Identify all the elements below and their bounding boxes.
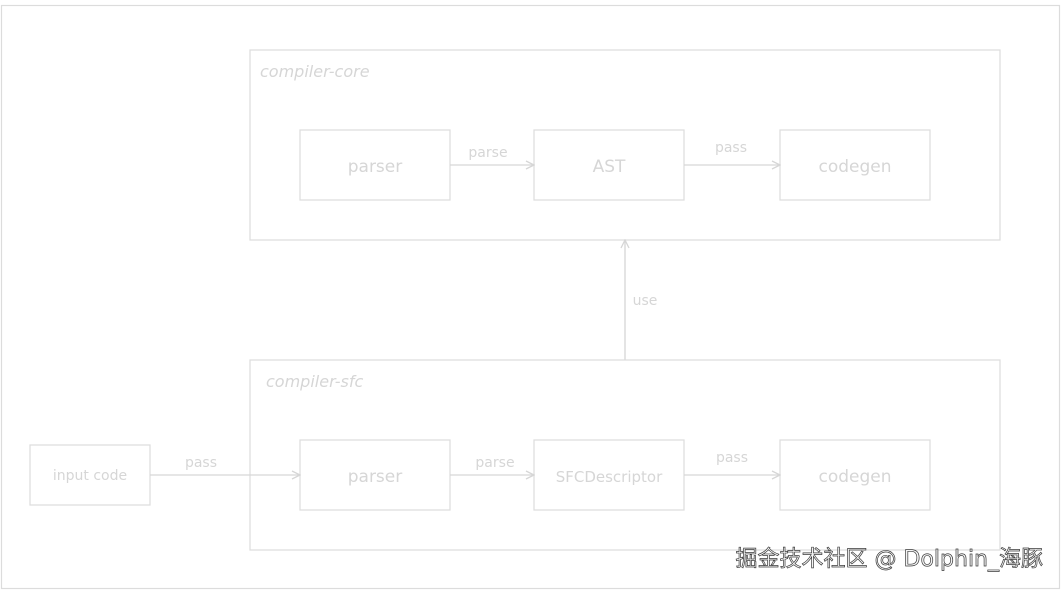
sfc-parser-label: parser [348, 467, 403, 487]
core-ast-node[interactable]: AST [533, 129, 685, 201]
core-pass-label: pass [715, 140, 747, 156]
sfc-codegen-box[interactable] [779, 439, 931, 511]
core-parse-label: parse [468, 145, 507, 161]
core-ast-label: AST [593, 157, 626, 177]
compiler-sfc-frame [249, 359, 1001, 551]
core-codegen-box[interactable] [779, 129, 931, 201]
sfc-parser-node[interactable]: parser [299, 439, 451, 511]
compiler-sfc-group: compiler-sfc parser SFCDescriptor codege… [249, 359, 1001, 551]
input-code-node[interactable]: input code [29, 444, 151, 506]
core-parser-label: parser [348, 157, 403, 177]
sfc-descriptor-label: SFCDescriptor [556, 468, 663, 486]
input-code-label: input code [53, 468, 127, 484]
sfc-parse-label: parse [475, 455, 514, 471]
core-codegen-label: codegen [818, 157, 891, 177]
sfc-descriptor-node[interactable]: SFCDescriptor [533, 439, 685, 511]
compiler-sfc-label: compiler-sfc [266, 372, 364, 391]
input-pass-label: pass [185, 455, 217, 471]
sfc-descriptor-box[interactable] [533, 439, 685, 511]
sfc-pass-label: pass [716, 450, 748, 466]
use-label: use [633, 293, 658, 309]
watermark-text: 掘金技术社区 @ Dolphin_海豚 [736, 547, 1043, 572]
sfc-codegen-label: codegen [818, 467, 891, 487]
core-codegen-node[interactable]: codegen [779, 129, 931, 201]
outer-frame [0, 4, 1061, 590]
core-parser-node[interactable]: parser [299, 129, 451, 201]
sfc-codegen-node[interactable]: codegen [779, 439, 931, 511]
compiler-core-label: compiler-core [260, 62, 370, 81]
core-parser-box[interactable] [299, 129, 451, 201]
compiler-core-group: compiler-core parser AST codegen parse p… [249, 49, 1001, 241]
input-code-box[interactable] [29, 444, 151, 506]
